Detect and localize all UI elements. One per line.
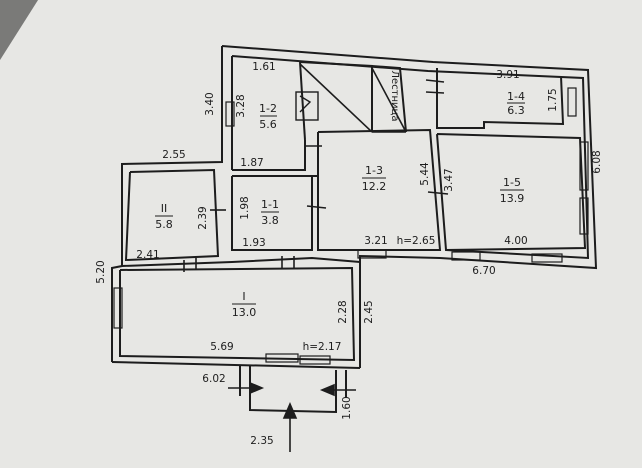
room-II-id: II [161, 202, 168, 215]
room-I-area: 13.0 [232, 306, 257, 319]
dim-h-2-17: h=2.17 [303, 341, 342, 353]
door-marks [183, 79, 449, 272]
fixtures [295, 91, 319, 121]
room-1-2-id: 1-2 [259, 102, 277, 115]
room-1-3-area: 12.2 [362, 180, 387, 193]
dim-2-35: 2.35 [250, 435, 273, 447]
windows [113, 87, 589, 365]
dim-6-70: 6.70 [472, 265, 495, 277]
room-1-5-area: 13.9 [500, 192, 525, 205]
dim-3-21: 3.21 [364, 235, 387, 247]
dim-6-08: 6.08 [591, 150, 603, 173]
stair-label: Лестница [389, 71, 400, 122]
dim-2-55: 2.55 [162, 149, 185, 161]
room-1-2-area: 5.6 [259, 118, 277, 131]
dimension-labels: 1.61 3.28 3.40 1.87 3.91 1.75 6.08 5.44 … [95, 61, 603, 447]
dim-5-69: 5.69 [210, 341, 233, 353]
dim-1-98: 1.98 [239, 196, 251, 219]
room-labels: 1-2 5.6 1-1 3.8 1-3 12.2 1-4 6.3 1-5 13.… [155, 90, 525, 319]
room-I-id: I [242, 290, 245, 303]
dim-h-2-65: h=2.65 [397, 235, 436, 247]
dim-2-45: 2.45 [363, 300, 375, 323]
dim-1-61: 1.61 [252, 61, 275, 73]
dim-2-39: 2.39 [197, 206, 209, 229]
dim-2-28: 2.28 [337, 300, 349, 323]
paper-shadow [0, 0, 38, 60]
dim-3-91: 3.91 [496, 69, 519, 81]
room-1-1-id: 1-1 [261, 198, 279, 211]
dim-5-20: 5.20 [95, 260, 107, 283]
room-1-1-area: 3.8 [261, 214, 279, 227]
dim-5-44: 5.44 [419, 162, 431, 186]
dim-1-60: 1.60 [341, 396, 353, 419]
dim-1-93: 1.93 [242, 237, 265, 249]
dim-6-02: 6.02 [202, 373, 225, 385]
entrance-arrow [228, 381, 356, 452]
dim-3-40: 3.40 [204, 92, 216, 115]
room-1-5-id: 1-5 [503, 176, 521, 189]
room-1-3-id: 1-3 [365, 164, 383, 177]
dim-3-28: 3.28 [235, 94, 247, 117]
dim-4-00: 4.00 [504, 235, 527, 247]
room-1-4-id: 1-4 [507, 90, 525, 103]
dim-2-41: 2.41 [136, 249, 159, 261]
stair-lines [299, 63, 407, 133]
dim-1-75: 1.75 [547, 88, 559, 111]
dim-3-47: 3.47 [443, 168, 455, 191]
dim-1-87: 1.87 [240, 157, 263, 169]
room-1-4-area: 6.3 [507, 104, 525, 117]
room-II-area: 5.8 [155, 218, 173, 231]
